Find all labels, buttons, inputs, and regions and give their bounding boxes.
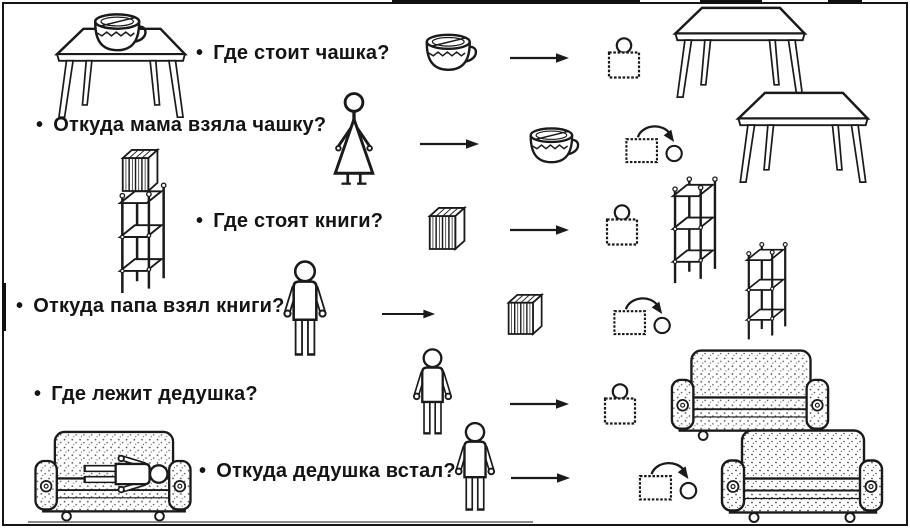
off-from-symbol-icon [624, 122, 688, 164]
on-symbol-icon [606, 34, 642, 80]
grandfather-figure-picture [452, 420, 498, 519]
off-from-symbol-icon [638, 458, 702, 502]
scan-artifact [2, 283, 6, 331]
mother-figure-picture [326, 92, 382, 192]
question-1: • Где стоит чашка? [196, 42, 390, 65]
question-3: • Где стоят книги? [196, 210, 383, 233]
question-4-text: Откуда папа взял книги? [33, 295, 285, 317]
scan-artifact [700, 0, 762, 4]
table-picture [672, 5, 808, 100]
question-6-text: Откуда дедушка встал? [216, 460, 456, 482]
question-6: • Откуда дедушка встал? [199, 460, 456, 483]
question-4: • Откуда папа взял книги? [16, 295, 285, 318]
scan-artifact [392, 0, 640, 4]
books-on-shelf-picture [120, 147, 162, 193]
bullet-icon: • [16, 295, 24, 317]
question-3-text: Где стоят книги? [213, 210, 384, 232]
question-5-text: Где лежит дедушка? [51, 383, 258, 405]
on-symbol-icon [604, 201, 640, 247]
books-icon [506, 292, 546, 336]
cup-icon [424, 32, 480, 74]
sofa-picture [718, 428, 886, 525]
on-symbol-icon [602, 380, 638, 426]
books-icon [427, 205, 469, 251]
arrow-icon [420, 138, 480, 150]
cup-icon [528, 126, 582, 166]
scan-artifact [828, 0, 862, 4]
table-picture [735, 90, 871, 185]
bullet-icon: • [36, 114, 44, 136]
bullet-icon: • [34, 383, 42, 405]
question-1-text: Где стоит чашка? [213, 42, 390, 64]
bullet-icon: • [196, 42, 204, 64]
off-from-symbol-icon [612, 294, 676, 336]
question-2: • Откуда мама взяла чашку? [36, 114, 326, 137]
arrow-icon [510, 224, 570, 236]
arrow-icon [510, 52, 570, 64]
cup-on-table-picture [92, 12, 150, 54]
question-5: • Где лежит дедушка? [34, 383, 258, 406]
lying-grandfather-figure-picture [77, 452, 169, 496]
grandfather-figure-picture [410, 348, 455, 441]
question-2-text: Откуда мама взяла чашку? [53, 114, 327, 136]
bookshelf-picture [664, 172, 726, 286]
arrow-icon [510, 398, 570, 410]
bookshelf-with-books-shelf-picture [108, 178, 178, 296]
bookshelf-picture [736, 238, 798, 342]
scan-artifact [28, 521, 533, 523]
bullet-icon: • [199, 460, 207, 482]
bullet-icon: • [196, 210, 204, 232]
arrow-icon [510, 472, 572, 484]
father-figure-picture [280, 260, 330, 363]
arrow-icon [382, 308, 436, 320]
